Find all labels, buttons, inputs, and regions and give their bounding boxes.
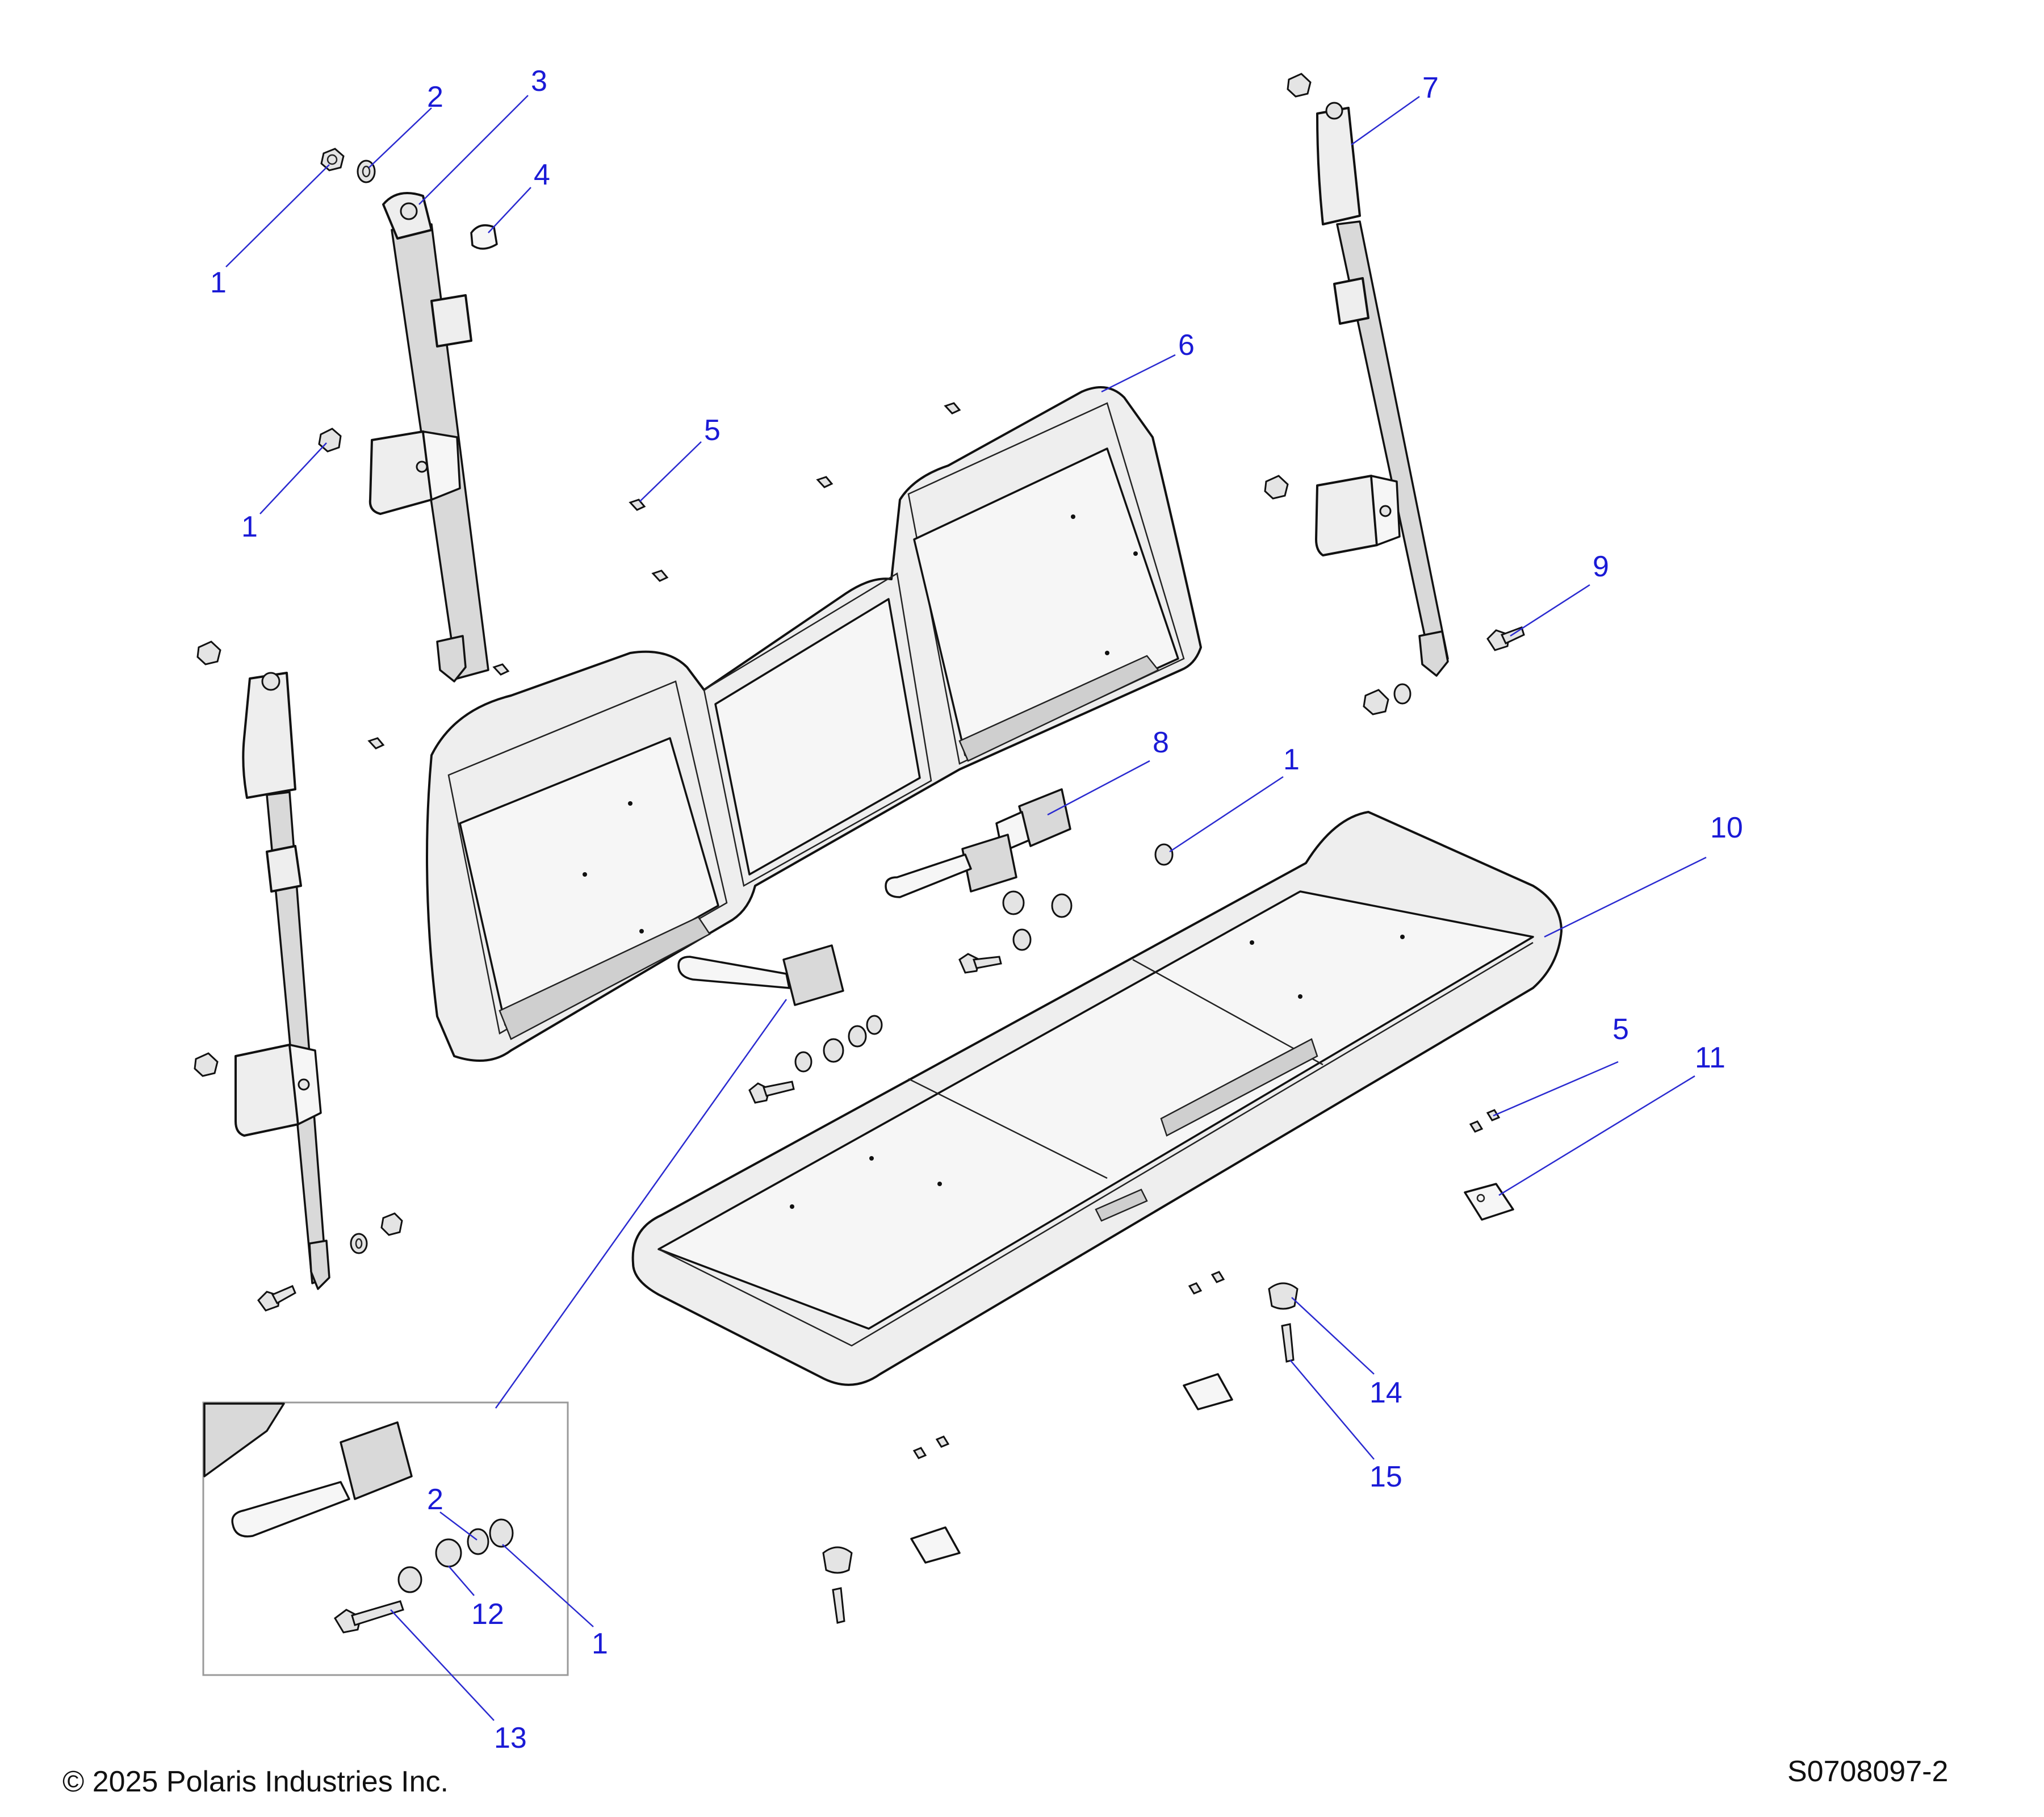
callout-1: 1 xyxy=(210,266,227,299)
stud-15 xyxy=(1281,1323,1295,1363)
callout-14: 14 xyxy=(1369,1376,1402,1409)
callout-8: 8 xyxy=(1153,726,1169,759)
seat-belt-right xyxy=(1315,102,1449,677)
callout-5: 5 xyxy=(1612,1013,1629,1046)
callout-13: 13 xyxy=(494,1722,527,1755)
nut-left-bottom-2 xyxy=(380,1212,403,1236)
seat-cushion xyxy=(631,811,1563,1386)
screws-center xyxy=(1188,1271,1225,1295)
buckle-8-group xyxy=(885,788,1174,974)
screws-bottom xyxy=(912,1435,950,1459)
nut-bottom xyxy=(822,1546,853,1624)
nut-right-top xyxy=(1287,73,1312,98)
bracket-11 xyxy=(1464,1183,1514,1221)
bracket-center xyxy=(1183,1373,1233,1410)
screws-5-right xyxy=(1469,1109,1501,1133)
inset-frame xyxy=(202,1401,569,1676)
callout-2: 2 xyxy=(427,1483,443,1516)
callout-2: 2 xyxy=(427,81,443,114)
callout-12: 12 xyxy=(471,1598,504,1631)
detail-inset xyxy=(202,1401,569,1676)
callout-7: 7 xyxy=(1422,72,1439,104)
callout-1: 1 xyxy=(241,510,258,543)
callout-10: 10 xyxy=(1710,811,1743,844)
nut-right-mid xyxy=(1264,475,1289,500)
callout-6: 6 xyxy=(1178,329,1195,362)
screws-backrest xyxy=(367,402,961,750)
nut-top-left xyxy=(320,148,345,171)
leader-lines xyxy=(225,95,1707,1721)
buckle-lower xyxy=(677,944,883,1104)
nut-left-bottom xyxy=(194,1052,219,1077)
callout-15: 15 xyxy=(1369,1460,1402,1493)
nut-left-top xyxy=(196,640,221,665)
drawing-number: S0708097-2 xyxy=(1787,1755,1949,1788)
seat-belt-left-upper xyxy=(368,192,489,683)
callout-4: 4 xyxy=(534,158,550,191)
callout-3: 3 xyxy=(531,65,547,98)
callout-5: 5 xyxy=(704,414,721,447)
callout-1: 1 xyxy=(1283,743,1300,776)
callout-11: 11 xyxy=(1695,1041,1725,1074)
callout-1: 1 xyxy=(592,1627,608,1660)
bolt-left-bottom xyxy=(257,1285,296,1312)
nut-right-bottom xyxy=(1363,683,1411,715)
callout-9: 9 xyxy=(1593,550,1609,583)
callout-labels: 1 2 3 4 1 5 6 7 9 8 1 10 5 11 14 15 2 12… xyxy=(210,65,1743,1755)
seat-belt-left-lower xyxy=(234,672,330,1290)
seat-backrest xyxy=(426,386,1202,1062)
washer-left-bottom xyxy=(350,1233,368,1254)
copyright-notice: © 2025 Polaris Industries Inc. xyxy=(62,1765,449,1798)
bracket-bottom xyxy=(910,1526,961,1564)
nut-14 xyxy=(1268,1282,1299,1310)
